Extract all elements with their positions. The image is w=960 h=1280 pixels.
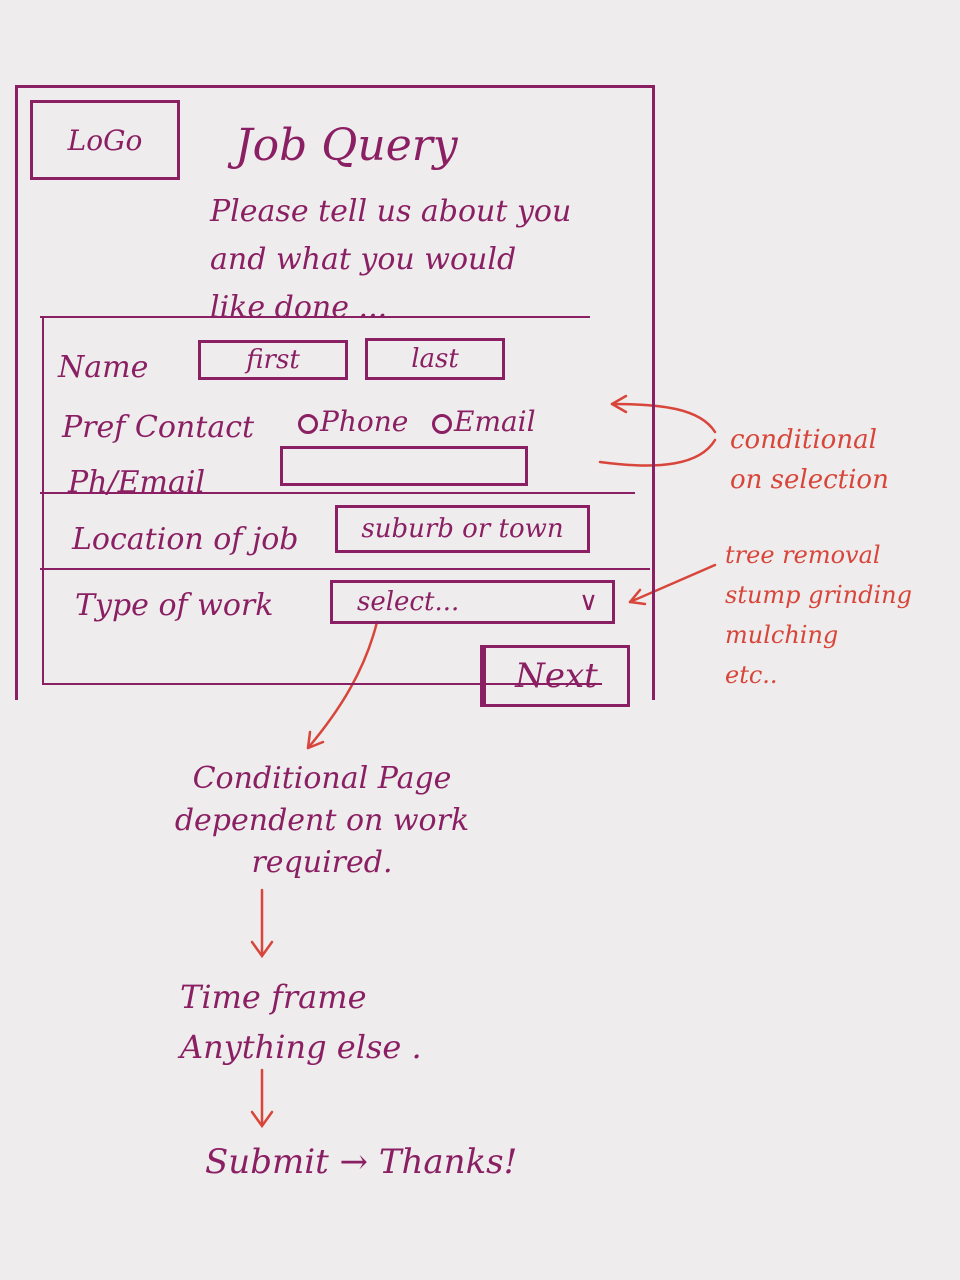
first-name-input[interactable]: first [198, 340, 348, 380]
phone-radio-label: Phone [320, 405, 409, 438]
first-name-placeholder: first [246, 345, 300, 375]
phone-radio-icon[interactable] [298, 413, 318, 434]
contact-note-line-1: conditional [730, 425, 877, 455]
contact-note-arrow [610, 402, 717, 434]
next-button[interactable]: Next [480, 645, 630, 707]
email-radio-icon[interactable] [432, 413, 452, 434]
last-name-placeholder: last [411, 344, 459, 374]
last-name-input[interactable]: last [365, 338, 505, 380]
location-input[interactable]: suburb or town [335, 505, 590, 553]
intro-text: Please tell us about you and what you wo… [210, 188, 571, 332]
work-note-line-4: etc.. [725, 661, 778, 689]
header-divider [40, 316, 590, 318]
conditional-line-2: dependent on work [174, 803, 470, 838]
work-note-line-3: mulching [725, 621, 839, 649]
intro-line-2: and what you would [210, 242, 517, 277]
next-button-label: Next [515, 656, 598, 696]
email-radio-option[interactable]: Email [432, 405, 536, 438]
type-of-work-label: Type of work [75, 588, 274, 623]
intro-line-3: like done ... [210, 290, 388, 325]
intro-line-1: Please tell us about you [210, 194, 572, 229]
submit-thanks-note: Submit → Thanks! [205, 1142, 518, 1182]
type-select-value: select... [357, 587, 460, 617]
inner-bottom-border [42, 683, 602, 685]
page-title: Job Query [235, 120, 458, 171]
select-to-conditional-arrow [306, 620, 379, 750]
logo-placeholder: LoGo [30, 100, 180, 180]
contact-note-line-2: on selection [730, 465, 889, 495]
location-divider [40, 568, 650, 570]
ph-email-input[interactable] [280, 446, 528, 486]
work-options-note: tree removal stump grinding mulching etc… [725, 535, 912, 695]
inner-left-border [42, 318, 44, 683]
pref-contact-label: Pref Contact [62, 410, 255, 445]
location-label: Location of job [72, 522, 299, 557]
form-frame [15, 85, 655, 700]
ph-email-label: Ph/Email [68, 465, 206, 500]
conditional-line-1: Conditional Page [192, 761, 452, 796]
conditional-page-note: Conditional Page dependent on work requi… [172, 758, 472, 884]
location-placeholder: suburb or town [361, 514, 564, 544]
timeframe-line-1: Time frame [180, 978, 367, 1016]
chevron-down-icon: ∨ [578, 587, 598, 617]
type-of-work-select[interactable]: select... ∨ [330, 580, 615, 624]
logo-text: LoGo [67, 123, 143, 157]
contact-conditional-note: conditional on selection [730, 420, 889, 500]
conditional-line-3: required. [251, 845, 393, 880]
contact-divider [40, 492, 635, 494]
name-label: Name [58, 350, 149, 385]
timeframe-line-2: Anything else . [180, 1028, 422, 1066]
work-note-line-1: tree removal [725, 541, 881, 569]
phone-radio-option[interactable]: Phone [298, 405, 408, 438]
work-note-line-2: stump grinding [725, 581, 912, 609]
email-radio-label: Email [454, 405, 536, 438]
timeframe-note: Time frame Anything else . [180, 972, 422, 1072]
work-note-arrow [628, 563, 717, 604]
